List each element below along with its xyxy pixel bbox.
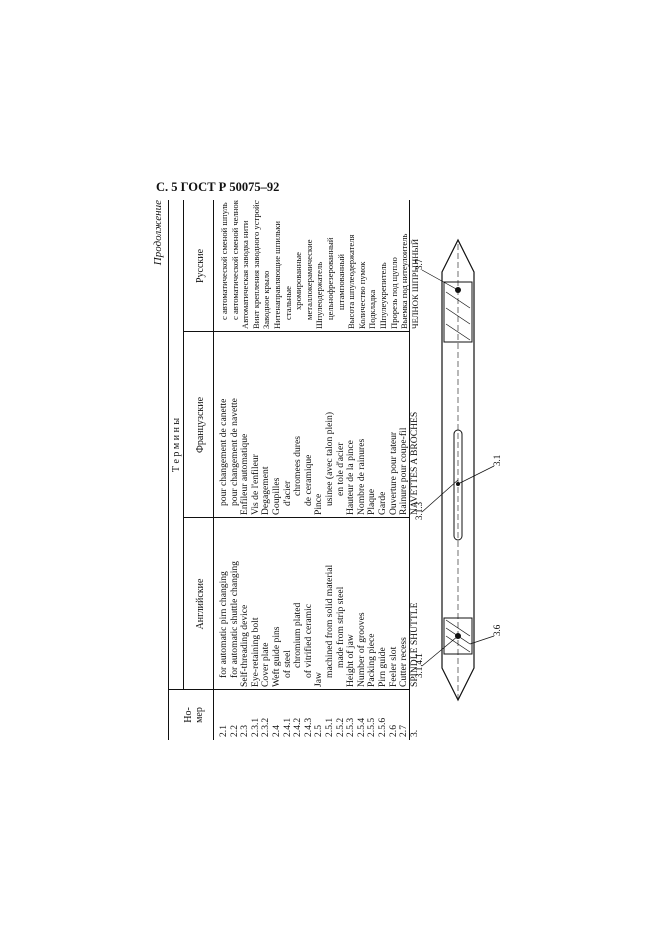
term-english: machined from solid material	[324, 564, 335, 678]
term-french: pour changement de navette	[229, 398, 240, 506]
table-row: 2.5.6 Pirn guide Garde Шпулеукрепитель	[376, 200, 389, 740]
callout-label: 3.1.3	[414, 502, 424, 521]
header-bottom-line	[213, 200, 214, 740]
header-russian: Русские	[195, 248, 206, 284]
term-russian: с автоматической сменой шпуль	[219, 202, 229, 320]
term-english: Eye-retaining bolt	[250, 617, 261, 687]
term-french: Rainure pour coupe-fil	[399, 427, 410, 515]
table-row: 2.4 Weft guide pins Goupilles Нитенаправляю…	[270, 200, 283, 740]
term-number: 2.1	[218, 725, 229, 737]
term-french: Degagement	[261, 466, 272, 515]
term-english: Height of jaw	[346, 634, 357, 687]
term-french: Plaque	[367, 488, 378, 515]
term-french: pour changement de canette	[219, 398, 229, 506]
callout-label: 3.6	[492, 624, 502, 636]
term-french: en tole d'acier	[335, 442, 346, 496]
term-russian: Количество пумок	[356, 261, 367, 329]
term-russian: цельнофрезерованный	[324, 237, 335, 320]
header-english: Английские	[195, 578, 206, 630]
header-divider	[183, 200, 184, 690]
term-russian: Шпулеодержатель	[314, 261, 325, 329]
term-french: Pince	[314, 493, 325, 515]
term-french: Garde	[377, 491, 388, 515]
term-french: Vis de l'enfileur	[250, 454, 261, 515]
term-russian: стальные	[282, 286, 293, 320]
table-row: 2.1 for automatic pirn changing pour chang…	[218, 200, 230, 740]
term-french: usinee (avec talon plein)	[324, 411, 335, 506]
header-terms: Т е р м и н ы	[171, 417, 182, 473]
term-russian: Нитенаправляющие шпильки	[271, 221, 282, 329]
term-french: d'acier	[282, 480, 293, 506]
term-english: of vitrified ceramic	[303, 603, 314, 678]
term-russian: Шпулеукрепитель	[377, 262, 388, 329]
term-english: Cutter recess	[399, 637, 410, 687]
term-english: Number of grooves	[356, 612, 367, 687]
page-header: С. 5 ГОСТ Р 50075–92	[156, 180, 280, 194]
term-russian: Винт крепления заводного устройства	[250, 200, 261, 329]
term-russian: Автоматическая заводка нити	[240, 220, 251, 329]
term-french: chromees dures	[293, 436, 304, 496]
table-row: 2.5.1 machined from solid material usinee …	[323, 200, 336, 740]
term-french: Ouverture pour tateur	[388, 431, 399, 515]
term-number: 2.4	[270, 725, 282, 737]
term-russian: металлокерамические	[303, 239, 314, 320]
term-russian: Заводное крыло	[261, 270, 272, 329]
rotated-page-content: Продолжение Но- мер Т е р м и н ы Англий…	[152, 200, 502, 740]
callout-label: 3.1.4.1	[414, 653, 424, 678]
term-english: chromium plated	[293, 602, 304, 668]
table-rows: 2.1 for automatic pirn changing pour chang…	[218, 200, 420, 740]
spindle-shuttle-drawing: 3.7 3.1.3 3.1 3.1.4.1 3.6	[414, 238, 502, 702]
term-russian: с автоматической сменой челноков	[229, 200, 240, 320]
term-english: Feeler slot	[388, 646, 399, 687]
term-french: de ceramique	[303, 454, 314, 506]
term-english: Weft guide pins	[271, 626, 282, 687]
term-russian: Подкладка	[367, 289, 378, 329]
term-english: made from strip steel	[335, 586, 346, 668]
term-english: Pirn guide	[377, 647, 388, 687]
term-russian: штампованный	[335, 254, 346, 310]
term-russian: хромированные	[293, 252, 304, 310]
terms-table: Но- мер Т е р м и н ы Английские Француз…	[168, 200, 420, 740]
header-french: Французские	[195, 396, 206, 454]
term-french: Enfileur automatique	[240, 433, 251, 515]
term-english: Self-threading device	[240, 604, 251, 687]
term-french: Nombre de rainures	[356, 438, 367, 515]
term-english: Cover plate	[261, 642, 272, 688]
term-english: for automatic pirn changing	[219, 571, 229, 678]
term-french: Goupilles	[271, 477, 282, 515]
term-english: Packing piece	[367, 633, 378, 687]
term-english: Jaw	[314, 672, 325, 687]
term-english: for automatic shuttle changing	[229, 561, 240, 678]
callout-label: 3.1	[492, 455, 502, 466]
callout-label: 3.7	[414, 258, 424, 270]
term-english: of steel	[282, 650, 293, 678]
term-russian: Прорезь под щупло	[388, 257, 399, 329]
term-number: 2.5.1	[323, 717, 335, 737]
term-russian: Выемка под нитеулоитель	[399, 233, 410, 329]
term-russian: Высота шпулеодержателя	[346, 234, 357, 329]
term-french: Hauteur de la pince	[346, 440, 357, 515]
header-number: Но- мер	[183, 707, 205, 723]
term-number: 2.5.6	[376, 717, 388, 737]
continuation-label: Продолжение	[152, 200, 164, 266]
